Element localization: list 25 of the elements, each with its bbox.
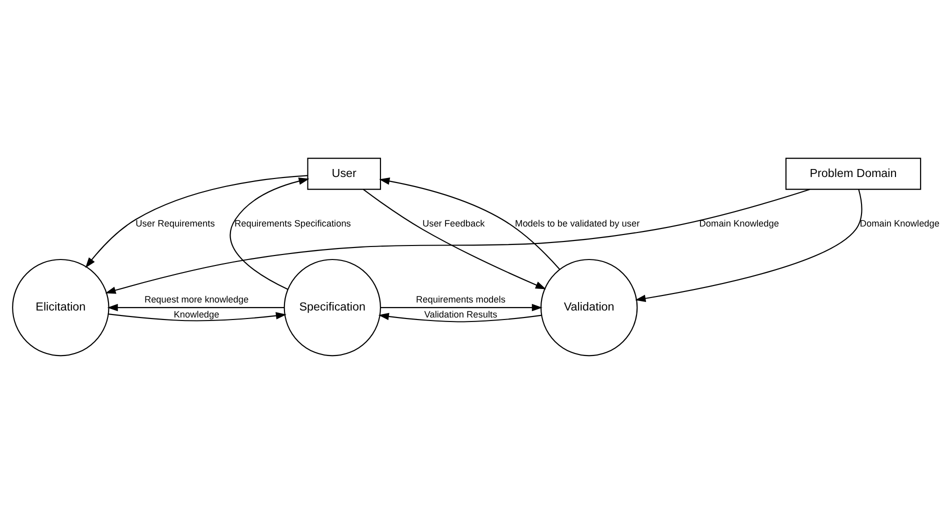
arrow [107,303,284,311]
edge-label: Requirements models [416,294,506,304]
arrow [105,188,810,294]
arrow [108,312,286,321]
node-circle: Validation [540,258,638,356]
node-box: Problem Domain [785,157,922,190]
edge-label: User Requirements [136,218,215,228]
node-circle: Specification [284,258,382,356]
edge-label: Models to be validated by user [515,218,640,228]
arrow [85,174,308,268]
edge-label: Validation Results [424,308,498,319]
edge-label: Domain Knowledge [699,218,779,228]
edge-label: Request more knowledge [144,294,249,304]
edge-label: Knowledge [174,308,220,319]
arrow [378,312,542,322]
edge-label: Requirements Specifications [234,218,351,228]
arrow [379,177,560,270]
node-circle: Elicitation [12,258,110,356]
node-box: User [307,157,382,190]
arrow [362,188,546,289]
arrow [635,188,862,302]
arrow [380,303,542,311]
edge-label: User Feedback [422,218,485,228]
arrow [230,177,310,290]
edge-label: Domain Knowledge [860,218,940,228]
